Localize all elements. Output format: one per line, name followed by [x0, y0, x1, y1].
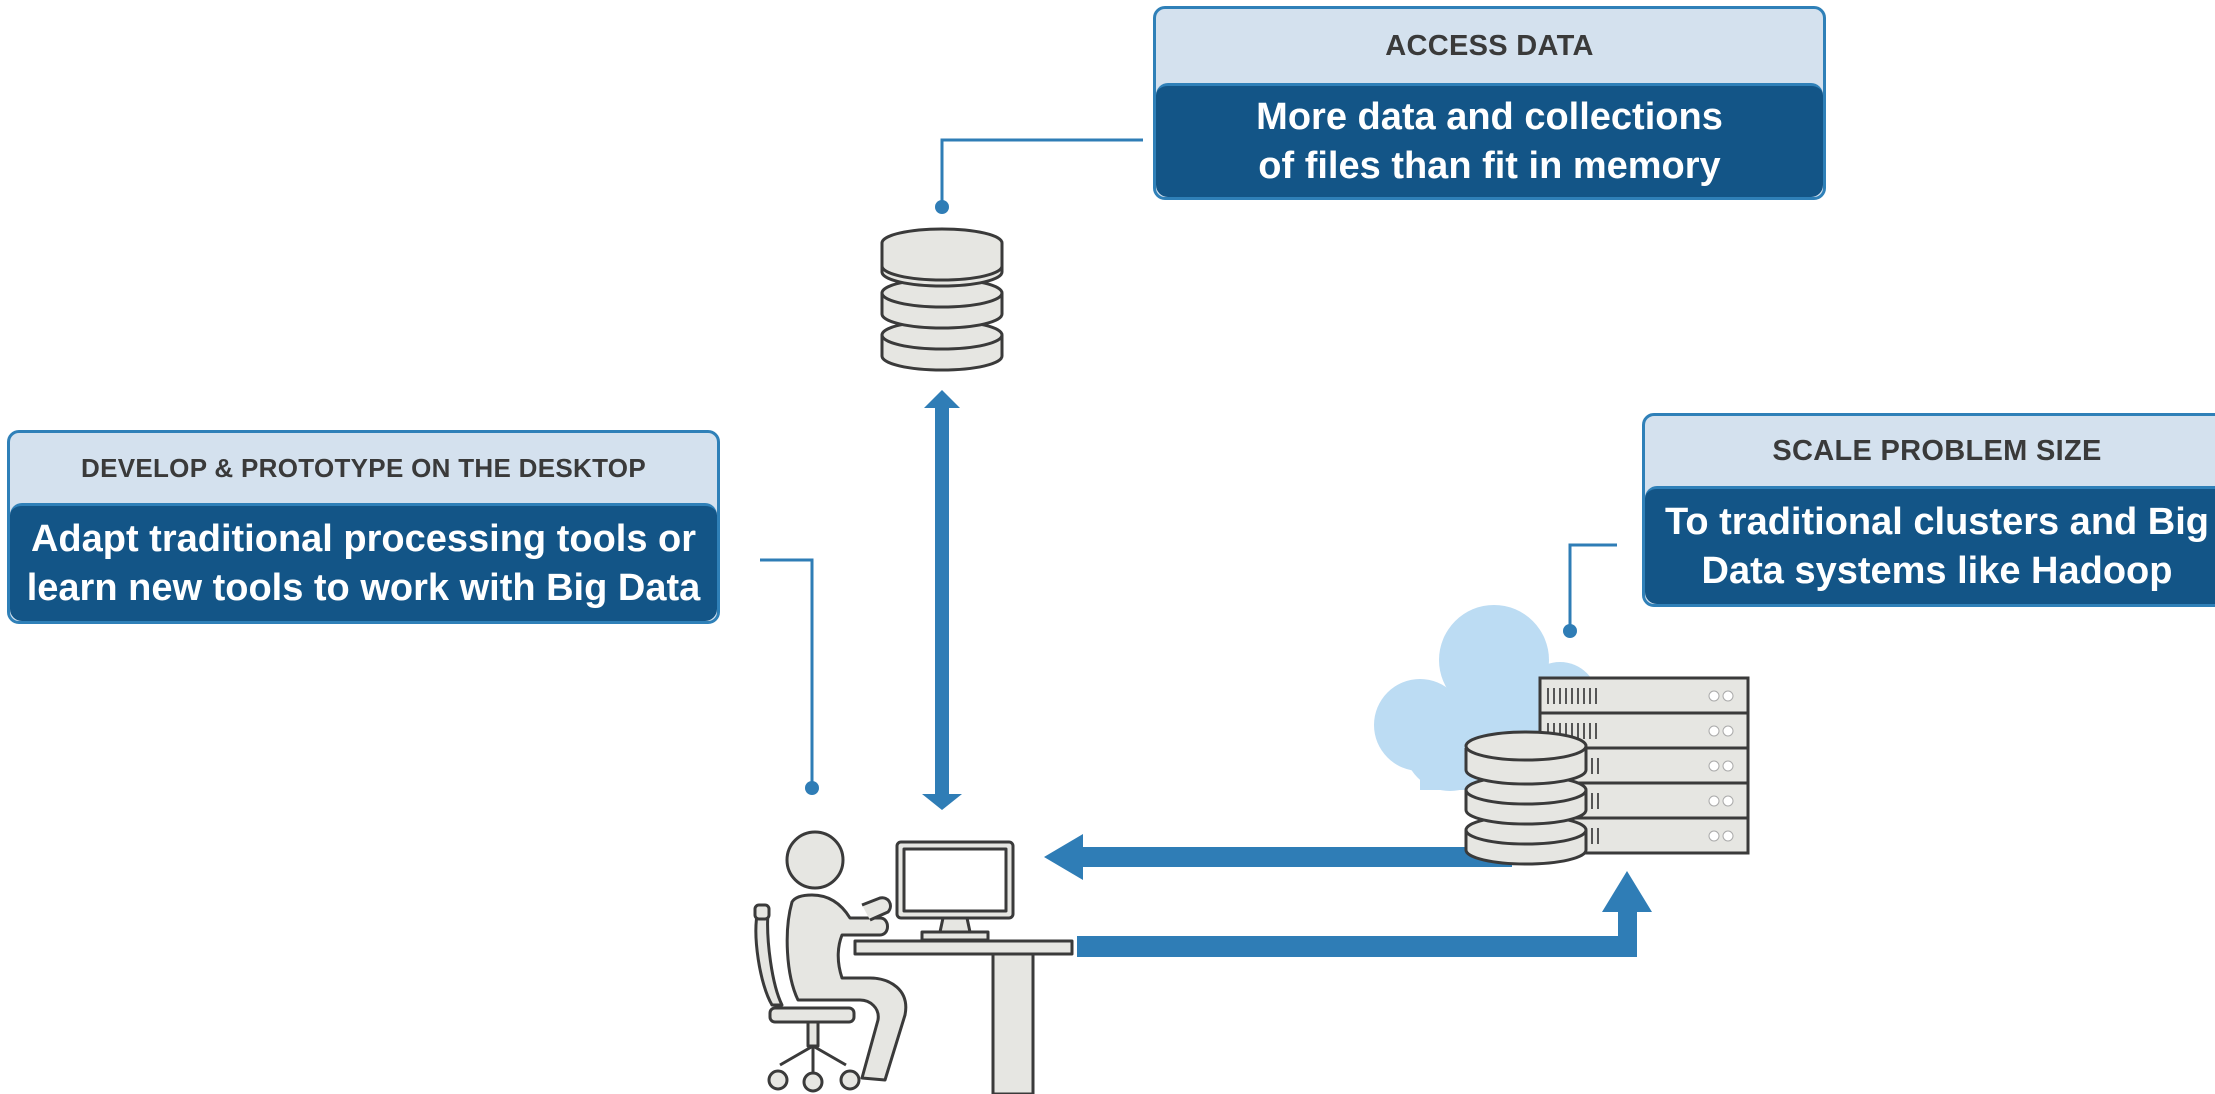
person-at-desk-icon: [753, 830, 1074, 1094]
access-leader-dot: [935, 200, 949, 214]
develop-leader-dot: [805, 781, 819, 795]
scale-problem-size-line-1: To traditional clusters and Big: [1664, 500, 2210, 543]
scale-leader-line: [1568, 543, 1617, 628]
develop-prototype-body: Adapt traditional processing tools or le…: [10, 503, 717, 621]
arrow-cluster-to-desktop: [1044, 834, 1512, 880]
develop-leader-line: [760, 558, 814, 785]
develop-prototype-callout: DEVELOP & PROTOTYPE ON THE DESKTOP Adapt…: [7, 430, 720, 624]
vertical-double-arrow: [922, 390, 962, 810]
scale-problem-size-body: To traditional clusters and Big Data sys…: [1645, 486, 2215, 604]
database-icon: [880, 227, 1004, 372]
scale-leader-dot: [1563, 624, 1577, 638]
cluster-database-icon: [1464, 730, 1588, 866]
develop-prototype-line-1: Adapt traditional processing tools or: [30, 517, 697, 560]
scale-problem-size-header: SCALE PROBLEM SIZE: [1772, 434, 2102, 467]
access-data-line-2: of files than fit in memory: [1258, 144, 1721, 187]
develop-prototype-header: DEVELOP & PROTOTYPE ON THE DESKTOP: [81, 452, 646, 483]
access-leader-line: [940, 138, 1143, 205]
access-data-callout: ACCESS DATA More data and collections of…: [1153, 6, 1826, 200]
develop-prototype-line-2: learn new tools to work with Big Data: [26, 566, 701, 609]
access-data-line-1: More data and collections: [1256, 95, 1723, 138]
arrow-desktop-to-cluster: [1077, 871, 1652, 957]
scale-problem-size-callout: SCALE PROBLEM SIZE To traditional cluste…: [1642, 413, 2215, 607]
access-data-body: More data and collections of files than …: [1156, 83, 1823, 197]
access-data-header: ACCESS DATA: [1385, 29, 1594, 62]
scale-problem-size-line-2: Data systems like Hadoop: [1701, 549, 2173, 592]
